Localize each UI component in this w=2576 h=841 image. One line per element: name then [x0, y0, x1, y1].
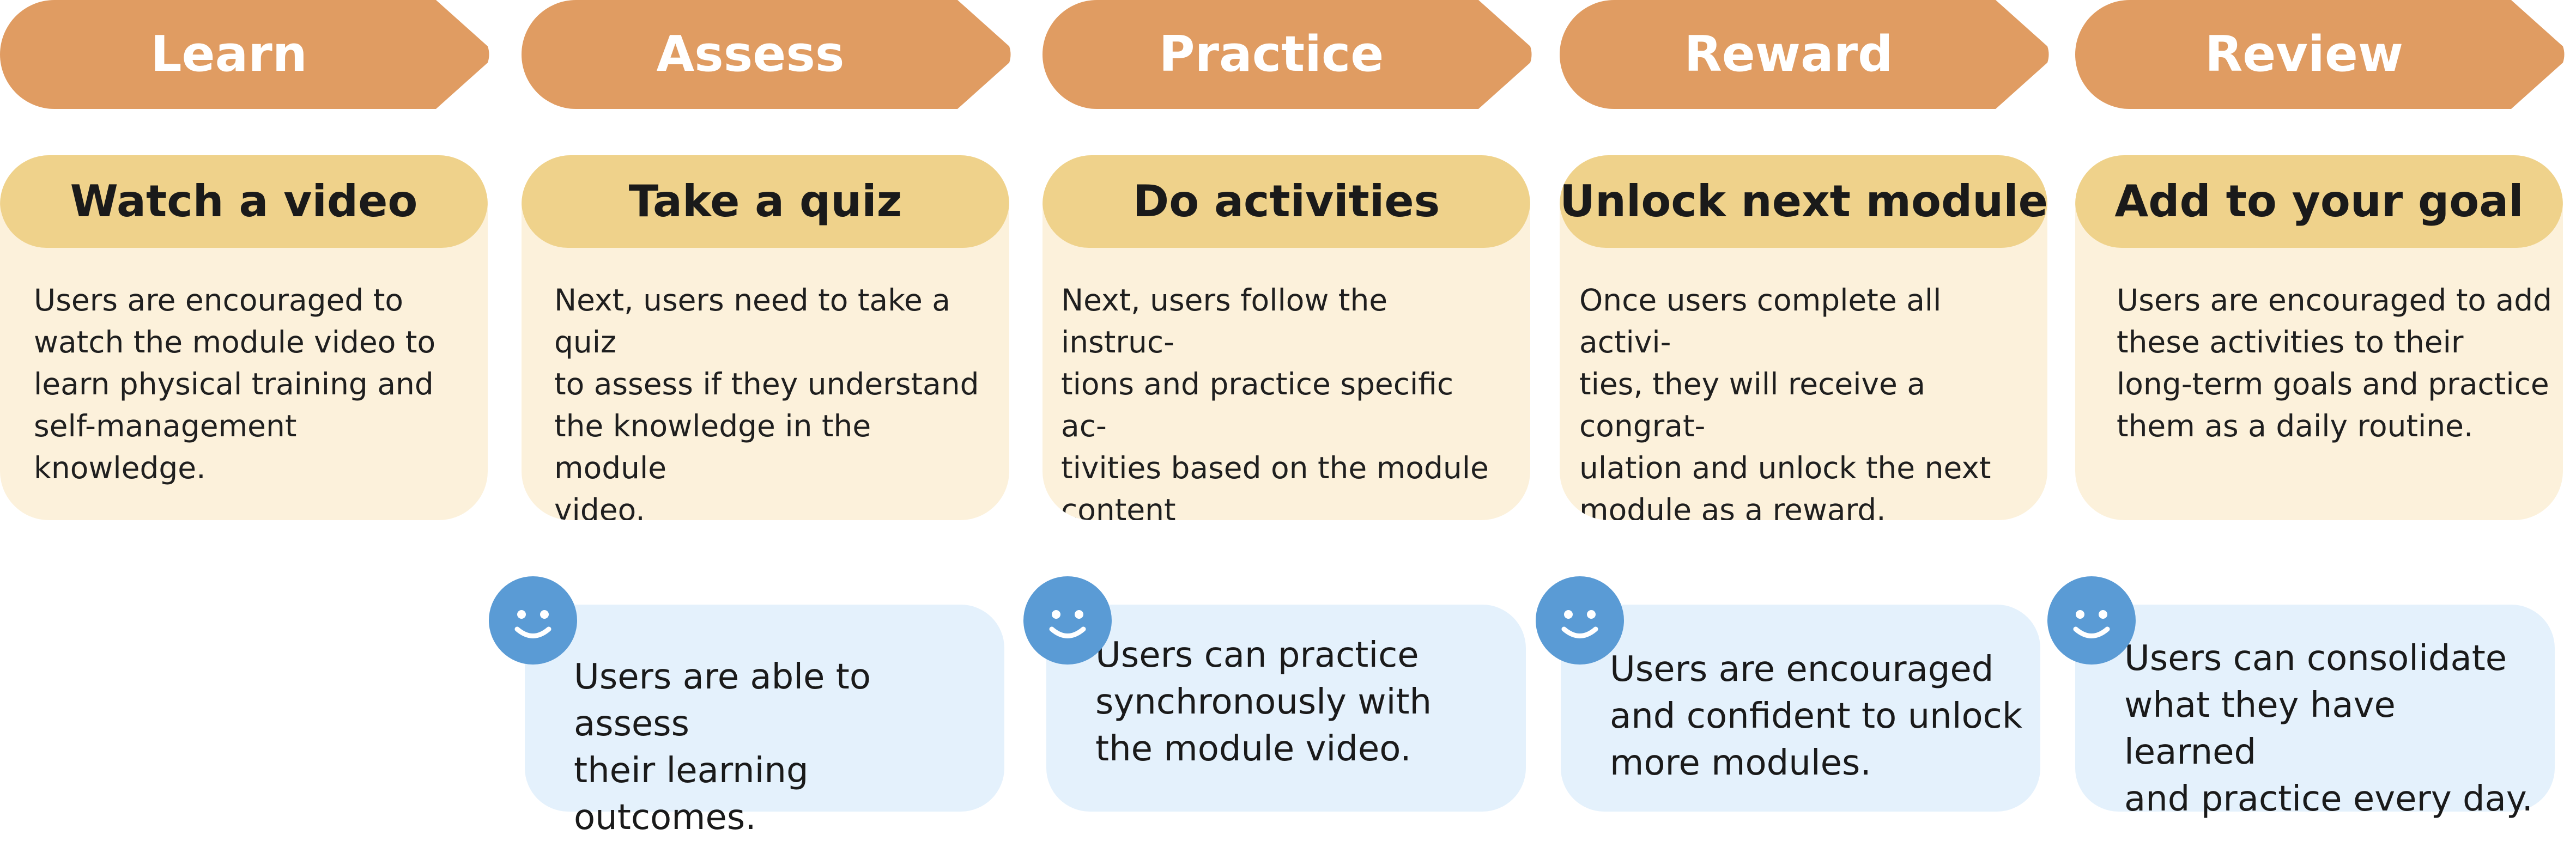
outcome-box-practice: Users can practice synchronously with th… [1046, 605, 1526, 812]
card-line: to assess if they understand [554, 367, 979, 401]
card-title: Add to your goal [2075, 155, 2563, 248]
stage-label: Reward [1684, 26, 1893, 83]
stage-label: Assess [656, 26, 845, 83]
outcome-line: what they have learned [2124, 685, 2396, 772]
card-line: tions and practice specific ac- [1061, 367, 1454, 443]
outcome-line: their learning outcomes. [574, 751, 809, 838]
card-line: Once users complete all activi- [1579, 283, 1942, 359]
outcome-box-reward: Users are encouraged and confident to un… [1561, 605, 2040, 812]
card-line: self-management knowledge. [34, 409, 297, 485]
smiley-face-icon [489, 576, 577, 665]
card-line: Next, users need to take a quiz [554, 283, 951, 359]
card-line: ulation and unlock the next [1579, 450, 1991, 485]
outcome-text: Users are encouraged and confident to un… [1610, 646, 2024, 787]
stage-arrow-assess: Assess [522, 0, 1012, 109]
step-card-review: Add to your goal Users are encouraged to… [2075, 155, 2563, 520]
outcome-line: Users are encouraged [1610, 649, 1994, 690]
card-line: Next, users follow the instruc- [1061, 283, 1388, 359]
outcome-text: Users can consolidate what they have lea… [2124, 635, 2538, 822]
outcome-box-review: Users can consolidate what they have lea… [2075, 605, 2555, 819]
stage-arrow-review: Review [2075, 0, 2566, 109]
outcome-text: Users can practice synchronously with th… [1095, 632, 1510, 772]
outcome-line: and confident to unlock [1610, 696, 2022, 736]
outcome-line: and practice every day. [2124, 779, 2533, 819]
card-title: Do activities [1042, 155, 1530, 248]
outcome-line: Users can consolidate [2124, 638, 2507, 679]
card-title: Take a quiz [522, 155, 1009, 248]
arrow-tab-shape [2075, 0, 2565, 109]
step-card-assess: Take a quiz Next, users need to take a q… [522, 155, 1009, 520]
card-line: Users are encouraged to add [2117, 283, 2553, 318]
step-card-practice: Do activities Next, users follow the ins… [1042, 155, 1530, 520]
stage-label: Review [2204, 26, 2404, 83]
outcome-line: the module video. [1095, 729, 1411, 769]
card-line: tivities based on the module [1061, 450, 1489, 485]
card-line: Users are encouraged to [34, 283, 404, 318]
card-line: the knowledge in the module [554, 409, 871, 485]
card-description: Users are encouraged to watch the module… [34, 279, 470, 489]
stage-arrow-learn: Learn [0, 0, 490, 109]
stage-arrow-practice: Practice [1042, 0, 1533, 109]
arrow-tab-shape [0, 0, 489, 109]
step-card-reward: Unlock next module Once users complete a… [1560, 155, 2047, 520]
smiley-face-icon [1023, 576, 1112, 665]
stage-label: Learn [150, 26, 307, 83]
arrow-tab-shape [1560, 0, 2049, 109]
card-title: Unlock next module [1560, 155, 2047, 248]
arrow-tab-shape [1042, 0, 1532, 109]
card-line: content [1061, 492, 1176, 520]
outcome-line: more modules. [1610, 743, 1871, 783]
stage-label: Practice [1159, 26, 1384, 83]
stage-arrow-reward: Reward [1560, 0, 2050, 109]
card-line: watch the module video to [34, 325, 436, 359]
outcome-box-assess: Users are able to assess their learning … [525, 605, 1004, 838]
card-line: module as a reward. [1579, 492, 1886, 520]
card-description: Next, users follow the instruc- tions an… [1061, 279, 1497, 520]
smiley-face-icon [1536, 576, 1624, 665]
outcome-text: Users are able to assess their learning … [574, 654, 988, 841]
outcome-line: Users are able to assess [574, 657, 871, 744]
smiley-face-icon [2047, 576, 2136, 665]
arrow-tab-shape [522, 0, 1011, 109]
card-line: learn physical training and [34, 367, 434, 401]
card-line: ties, they will receive a congrat- [1579, 367, 1926, 443]
card-line: these activities to their [2117, 325, 2464, 359]
card-description: Once users complete all activi- ties, th… [1579, 279, 2015, 520]
card-line: them as a daily routine. [2117, 409, 2474, 443]
card-description: Next, users need to take a quiz to asses… [554, 279, 990, 520]
outcome-line: Users can practice [1095, 635, 1419, 675]
card-line: video. [554, 492, 645, 520]
card-line: long-term goals and practice [2117, 367, 2549, 401]
step-card-learn: Watch a video Users are encouraged to wa… [0, 155, 488, 520]
card-title: Watch a video [0, 155, 488, 248]
outcome-line: synchronously with [1095, 682, 1432, 722]
card-description: Users are encouraged to add these activi… [2117, 279, 2553, 447]
